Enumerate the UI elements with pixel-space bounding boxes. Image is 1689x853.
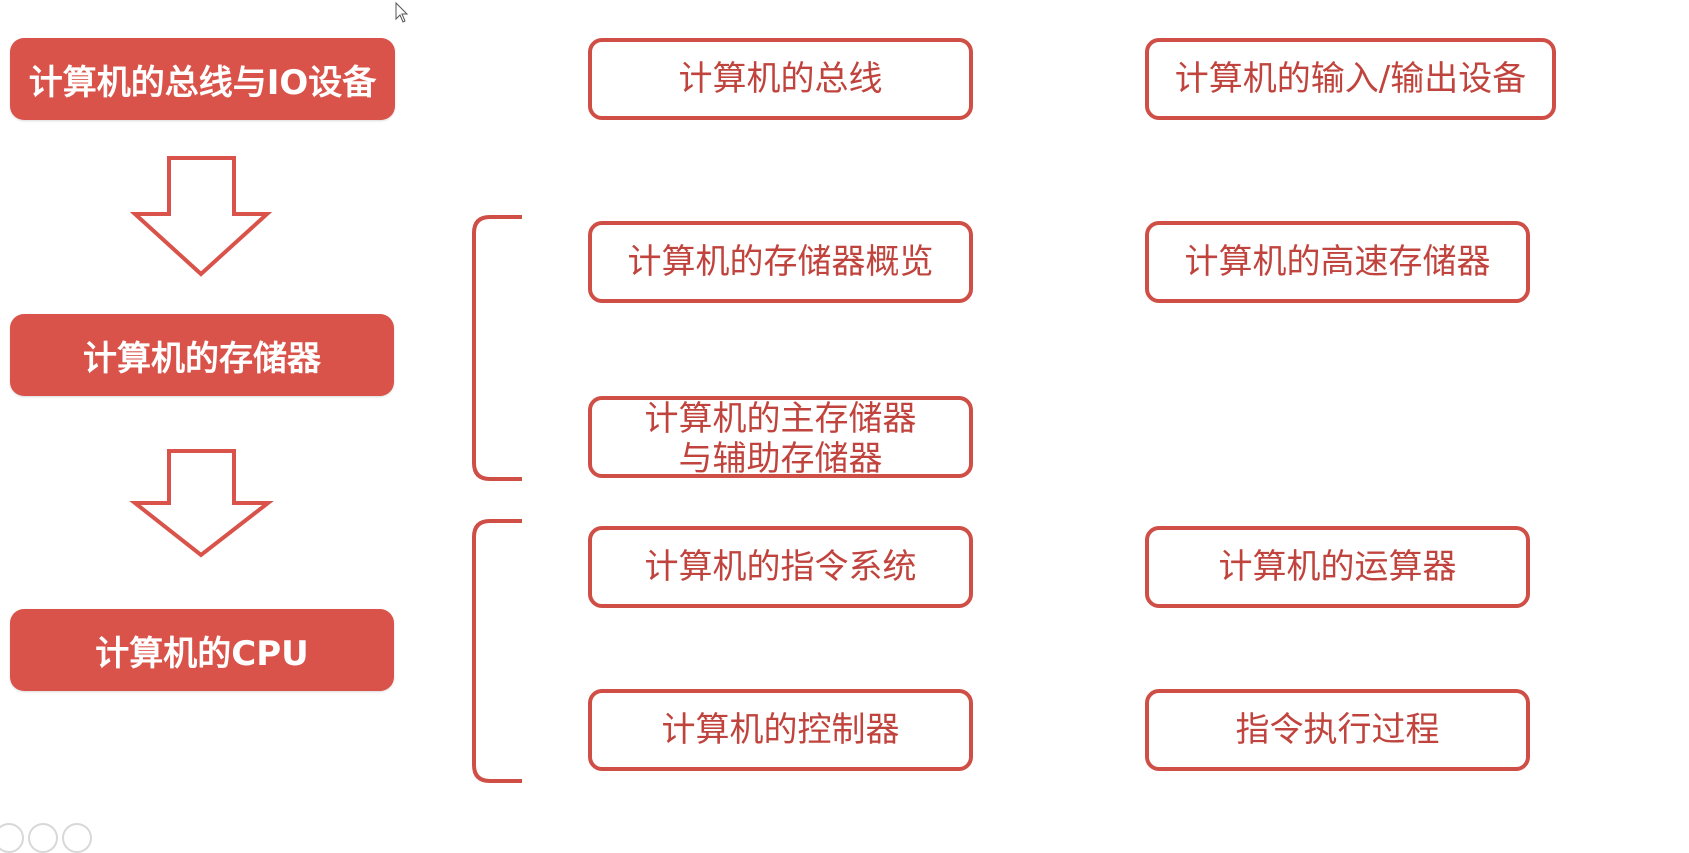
io-devices-topic-box: 计算机的输入/输出设备 <box>1145 38 1556 120</box>
cpu-label: 计算机的CPU <box>95 633 309 674</box>
bus-topic-box: 计算机的总线 <box>588 38 973 120</box>
alu-topic-label: 计算机的运算器 <box>1218 547 1457 587</box>
execution-topic-box: 指令执行过程 <box>1145 689 1530 771</box>
down-arrow-icon <box>129 156 273 277</box>
nav-circle[interactable] <box>28 823 58 853</box>
instruction-system-topic-box: 计算机的指令系统 <box>588 526 973 608</box>
memory-label: 计算机的存储器 <box>83 338 321 379</box>
down-arrow-icon <box>129 449 274 558</box>
execution-topic-label: 指令执行过程 <box>1235 710 1440 750</box>
controller-topic-box: 计算机的控制器 <box>588 689 973 771</box>
bus-topic-label: 计算机的总线 <box>678 59 883 99</box>
alu-topic-box: 计算机的运算器 <box>1145 526 1530 608</box>
main-aux-memory-topic-line1: 计算机的主存储器 <box>644 399 917 439</box>
main-aux-memory-topic-line2: 与辅助存储器 <box>678 439 883 479</box>
instruction-system-topic-label: 计算机的指令系统 <box>644 547 917 587</box>
memory-overview-topic-label: 计算机的存储器概览 <box>627 242 934 282</box>
cache-topic-box: 计算机的高速存储器 <box>1145 221 1530 303</box>
cache-topic-label: 计算机的高速存储器 <box>1184 242 1491 282</box>
bracket-icon <box>472 215 522 481</box>
io-devices-topic-label: 计算机的输入/输出设备 <box>1174 59 1527 99</box>
nav-circle[interactable] <box>62 823 92 853</box>
nav-circle[interactable] <box>0 823 24 853</box>
memory-overview-topic-box: 计算机的存储器概览 <box>588 221 973 303</box>
cpu-box: 计算机的CPU <box>10 609 394 691</box>
bus-io-label: 计算机的总线与IO设备 <box>28 62 377 103</box>
memory-box: 计算机的存储器 <box>10 314 394 396</box>
bus-io-box: 计算机的总线与IO设备 <box>10 38 395 120</box>
controller-topic-label: 计算机的控制器 <box>661 710 900 750</box>
slide-nav-controls[interactable] <box>0 823 92 853</box>
mouse-cursor-icon <box>395 1 409 23</box>
main-aux-memory-topic-box: 计算机的主存储器 与辅助存储器 <box>588 396 973 479</box>
bracket-icon <box>472 519 522 783</box>
